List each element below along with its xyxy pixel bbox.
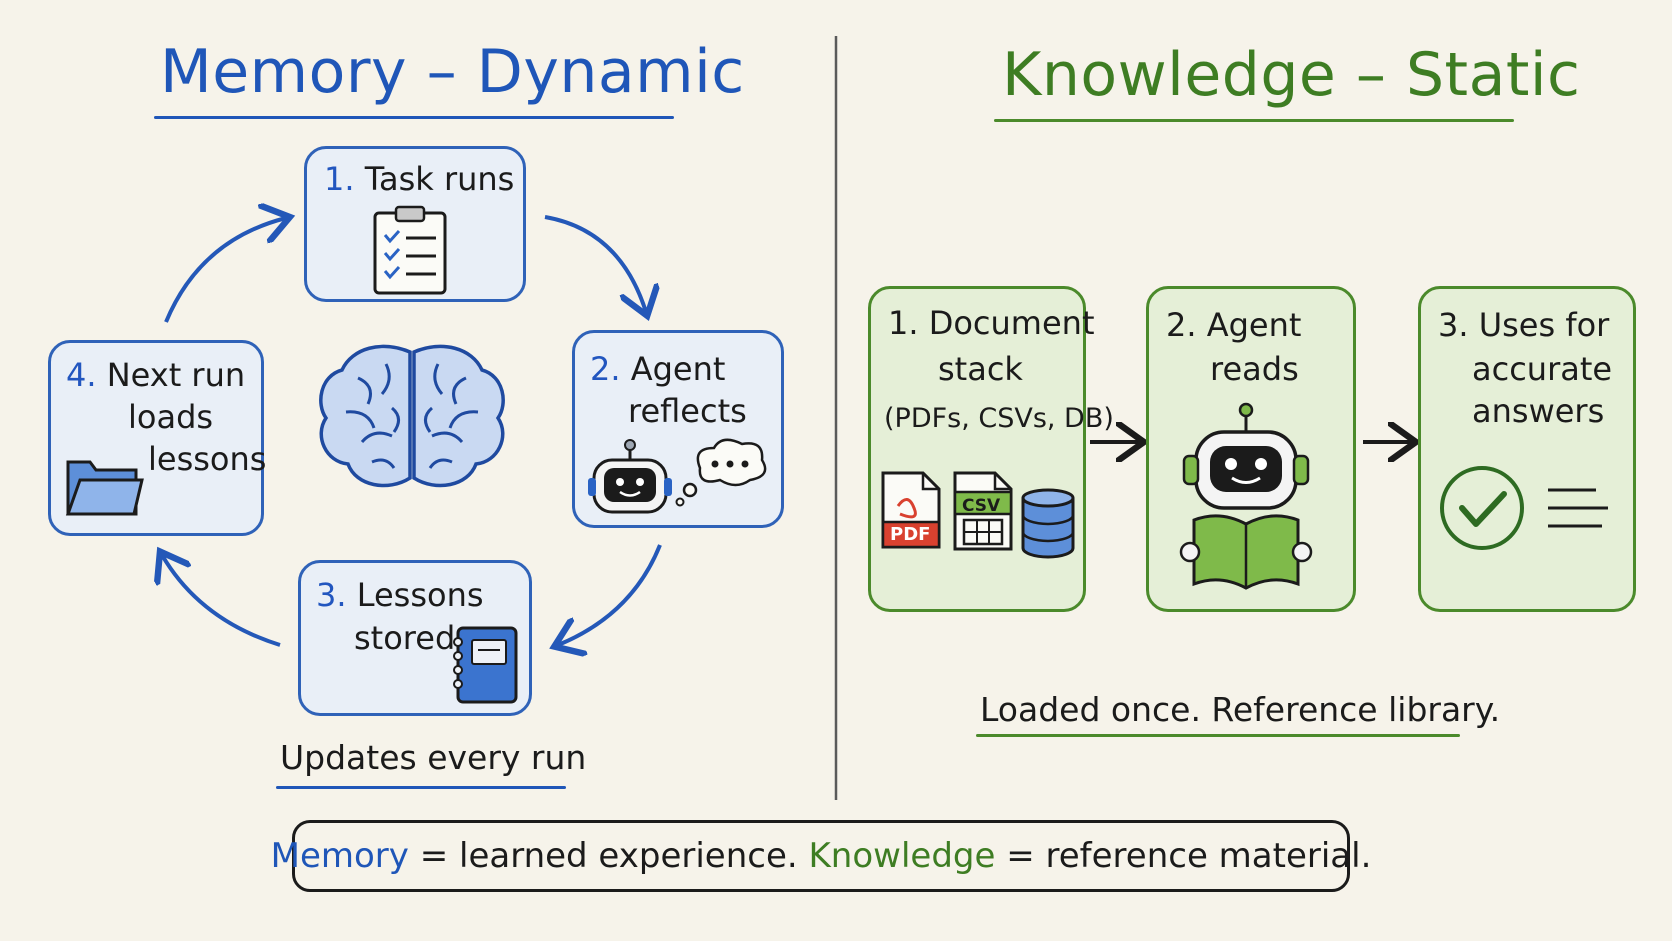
csv-file-label: CSV xyxy=(962,496,1001,516)
memory-step2-label-line2: reflects xyxy=(628,392,747,430)
knowledge-title-underline xyxy=(994,119,1514,122)
knowledge-step3-label-line1: 3. Uses for xyxy=(1438,306,1610,344)
checkmark-list-icon xyxy=(1440,466,1608,550)
summary-text: Memory = learned experience. Knowledge =… xyxy=(271,820,1372,892)
summary-part1: = learned experience. xyxy=(408,836,809,876)
memory-title-underline xyxy=(154,116,674,119)
memory-step3-label: 3. Lessons xyxy=(316,576,484,614)
notebook-icon xyxy=(453,626,518,704)
memory-step4-label: 4. Next run xyxy=(66,356,246,394)
knowledge-step1-label-line1: 1. Document xyxy=(888,304,1095,342)
memory-title: Memory – Dynamic xyxy=(160,37,745,107)
clipboard-checklist-icon xyxy=(373,205,447,295)
memory-caption-underline xyxy=(276,786,566,789)
knowledge-step3-label-line3: answers xyxy=(1472,392,1605,430)
knowledge-step2-label-line2: reads xyxy=(1210,350,1299,388)
memory-step1-label: 1. Task runs xyxy=(324,160,515,198)
arrow-step2-to-step3 xyxy=(558,544,662,645)
pdf-file-icon xyxy=(881,471,941,549)
arrow-step1-to-step2 xyxy=(544,215,646,312)
database-icon xyxy=(1021,488,1075,559)
memory-step3-label-line2: stored xyxy=(354,619,456,657)
memory-step2-label: 2. Agent xyxy=(590,350,726,388)
brain-icon xyxy=(319,344,505,488)
memory-step4-label-line2: loads xyxy=(128,398,214,436)
folder-icon xyxy=(65,460,144,516)
summary-memory-word: Memory xyxy=(270,836,409,876)
robot-thinking-icon xyxy=(588,438,767,514)
knowledge-caption: Loaded once. Reference library. xyxy=(980,690,1501,729)
summary-part2: = reference material. xyxy=(995,836,1372,876)
arrow-step3-to-step4 xyxy=(162,555,281,647)
knowledge-step2-label-line1: 2. Agent xyxy=(1166,306,1302,344)
robot-reading-icon xyxy=(1179,402,1313,590)
summary-box xyxy=(292,820,1350,892)
knowledge-step3-label-line2: accurate xyxy=(1472,350,1613,388)
csv-file-icon xyxy=(953,471,1013,551)
knowledge-title: Knowledge – Static xyxy=(1002,40,1581,110)
knowledge-caption-underline xyxy=(976,734,1460,737)
memory-step4-label-line3: lessons xyxy=(148,440,267,478)
knowledge-step1-label-line3: (PDFs, CSVs, DB) xyxy=(884,403,1114,434)
knowledge-step1-label-line2: stack xyxy=(938,350,1023,388)
summary-knowledge-word: Knowledge xyxy=(808,836,996,876)
arrow-step4-to-step1 xyxy=(164,218,286,323)
knowledge-step-accurate-answers xyxy=(1418,286,1636,612)
memory-caption: Updates every run xyxy=(280,738,587,777)
pdf-file-label: PDF xyxy=(890,524,931,545)
